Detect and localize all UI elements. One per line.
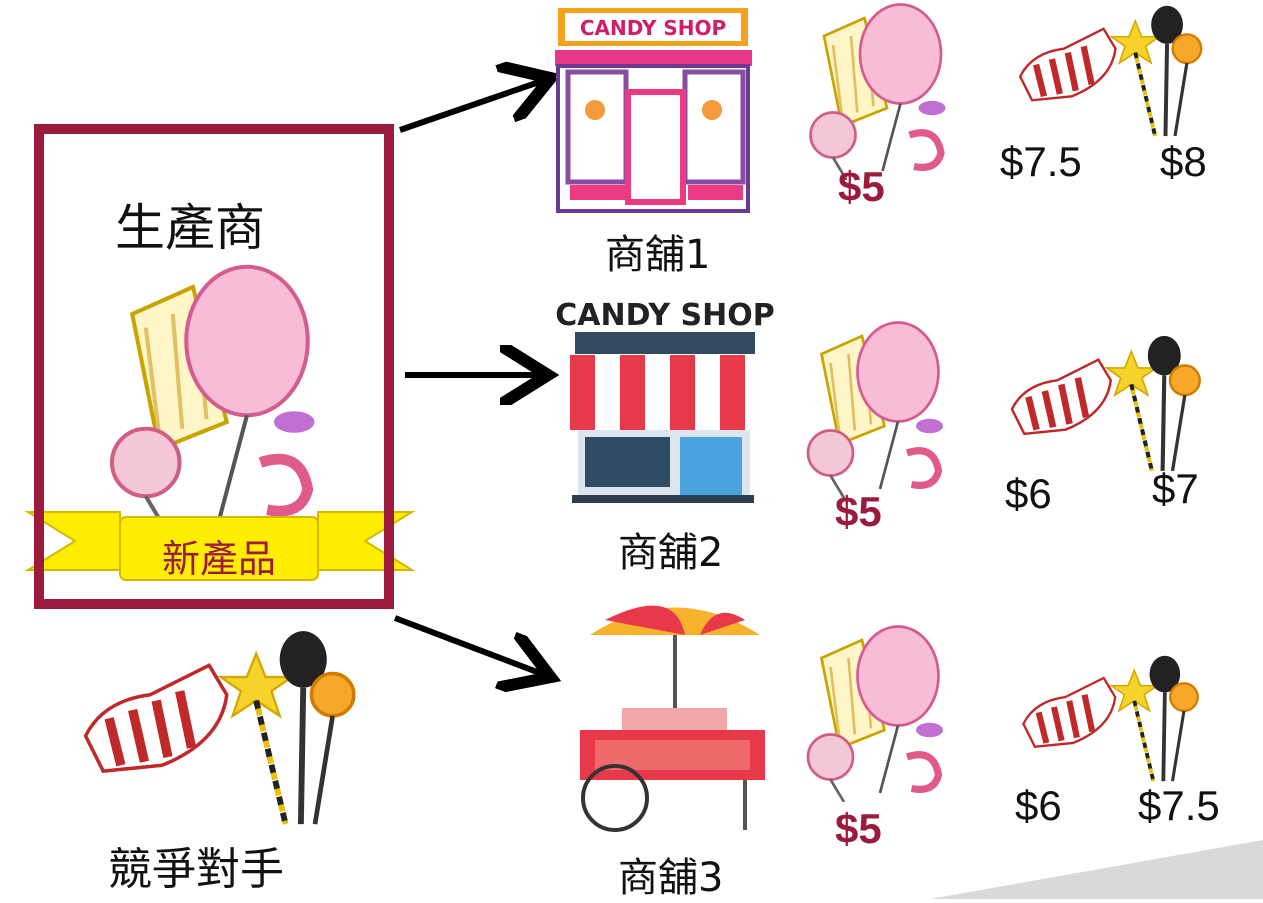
- arrow-to-shop1: [399, 80, 545, 133]
- shop1-competitor-price-1: $7.5: [1000, 138, 1082, 185]
- shop3-competitor-price-1: $6: [1015, 782, 1062, 829]
- corner-decoration: [930, 840, 1263, 899]
- producer-box: [34, 124, 394, 609]
- shop2-new-candy-icon: [808, 323, 943, 499]
- shop3-icon: [580, 605, 765, 832]
- shop1-sign: CANDY SHOP: [580, 16, 726, 40]
- shop3-label: 商舖3: [618, 855, 724, 901]
- shop1-new-product-price: $5: [838, 163, 885, 210]
- shop2-competitor-price-1: $6: [1005, 470, 1052, 517]
- shop2-sweets-icon: [1012, 336, 1200, 471]
- competitor-sweets-icon: [86, 631, 354, 824]
- shop1-new-candy-icon: [811, 5, 946, 181]
- shop3-new-candy-icon: [808, 627, 943, 803]
- shop2-competitor-price-2: $7: [1152, 465, 1199, 512]
- shop1-sweets-icon: [1020, 6, 1201, 136]
- competitor-label: 競爭對手: [108, 844, 284, 895]
- new-product-ribbon-label: 新產品: [161, 537, 276, 581]
- ribbon-banner: [119, 516, 319, 581]
- producer-title: 生產商: [115, 199, 265, 257]
- shop1-competitor-price-2: $8: [1160, 138, 1207, 185]
- shop2-label: 商舖2: [618, 530, 724, 576]
- shop2-sign: CANDY SHOP: [555, 298, 774, 333]
- arrow-to-shop3: [393, 615, 545, 675]
- shop1-icon: CANDY SHOP: [555, 8, 752, 213]
- ribbon-left-tail: [24, 511, 121, 571]
- shop2-new-product-price: $5: [835, 488, 882, 535]
- shop3-competitor-price-2: $7.5: [1138, 782, 1220, 829]
- shop1-label: 商舖1: [605, 232, 711, 278]
- shop3-new-product-price: $5: [835, 805, 882, 852]
- shop2-icon: CANDY SHOP: [555, 298, 775, 503]
- shop3-sweets-icon: [1023, 656, 1197, 781]
